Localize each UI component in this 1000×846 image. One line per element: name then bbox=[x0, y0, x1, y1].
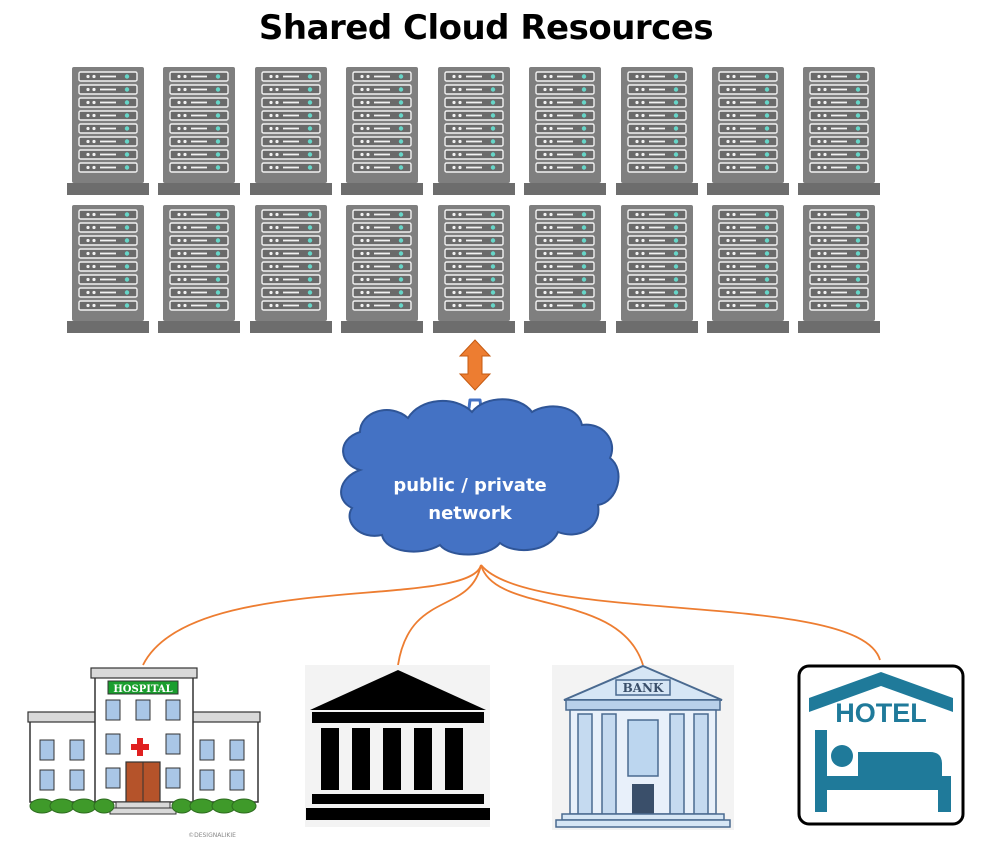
server-rack-icon bbox=[250, 67, 332, 195]
server-rack-icon bbox=[67, 205, 149, 333]
cloud-label-line1: public / private bbox=[393, 475, 546, 496]
server-rack-icon bbox=[798, 67, 880, 195]
hotel-sign-icon: HOTEL bbox=[797, 664, 965, 826]
page-title: Shared Cloud Resources bbox=[258, 8, 714, 48]
red-cross-icon bbox=[131, 738, 149, 756]
server-rack-icon bbox=[341, 67, 423, 195]
bank-building-icon: BANK bbox=[552, 664, 734, 830]
link-line-bank bbox=[480, 564, 644, 666]
network-links bbox=[142, 564, 881, 666]
network-cloud-icon bbox=[340, 398, 620, 556]
link-line-hotel bbox=[480, 564, 881, 661]
server-rack-icon bbox=[433, 205, 515, 333]
server-rack-icon bbox=[341, 205, 423, 333]
hospital-building-icon: HOSPITAL ©DESIGNALIKIE bbox=[27, 667, 261, 839]
link-line-hospital bbox=[142, 564, 482, 666]
server-rack-icon bbox=[524, 67, 606, 195]
server-rack-icon bbox=[250, 205, 332, 333]
server-rack-icon bbox=[616, 67, 698, 195]
server-rack-icon bbox=[158, 205, 240, 333]
server-rack-icon bbox=[67, 67, 149, 195]
hotel-sign-label: HOTEL bbox=[835, 698, 927, 728]
double-arrow-icon bbox=[458, 339, 492, 391]
server-rack-icon bbox=[524, 205, 606, 333]
server-rack-icon bbox=[707, 67, 789, 195]
server-rack-icon bbox=[707, 205, 789, 333]
bed-icon bbox=[815, 730, 951, 812]
server-rack-icon bbox=[616, 205, 698, 333]
server-rack-icon bbox=[433, 67, 515, 195]
government-building-icon bbox=[305, 665, 490, 827]
hospital-sign: HOSPITAL bbox=[113, 684, 172, 695]
watermark-text: ©DESIGNALIKIE bbox=[188, 832, 236, 839]
server-rack-icon bbox=[798, 205, 880, 333]
cloud-label-line2: network bbox=[428, 503, 512, 524]
link-line-government bbox=[397, 564, 482, 666]
server-rack-icon bbox=[158, 67, 240, 195]
server-rack-grid bbox=[67, 67, 880, 333]
bank-sign: BANK bbox=[623, 681, 664, 695]
